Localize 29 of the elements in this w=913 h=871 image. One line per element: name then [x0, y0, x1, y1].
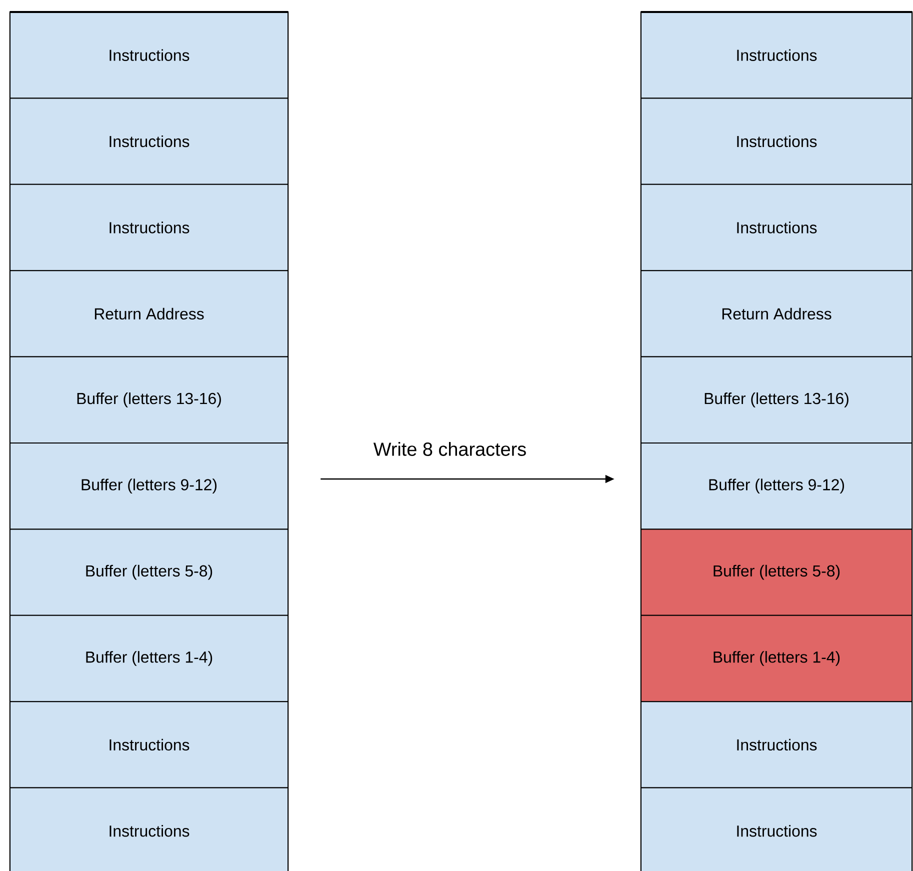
memory-cell: Buffer (letters 1-4)	[640, 614, 912, 702]
memory-cell: Return Address	[640, 270, 912, 358]
memory-cell: Instructions	[640, 98, 912, 185]
memory-cell: Buffer (letters 13-16)	[10, 356, 288, 444]
memory-cell: Instructions	[640, 12, 912, 99]
node-label: Instructions	[737, 135, 817, 148]
node-label: Buffer (letters 9-12)	[709, 478, 844, 494]
memory-cell: Buffer (letters 1-4)	[10, 614, 288, 702]
memory-cell: Buffer (letters 5-8)	[640, 528, 912, 616]
memory-cell: Instructions	[10, 12, 288, 99]
memory-cell: Instructions	[640, 787, 912, 871]
memory-cell: Instructions	[10, 701, 288, 788]
memory-cell: Return Address	[10, 270, 288, 358]
node-label: Buffer (letters 13-16)	[704, 392, 848, 408]
memory-cell: Instructions	[10, 184, 288, 272]
memory-cell: Instructions	[10, 98, 288, 185]
node-label: Return Address	[722, 308, 832, 320]
node-label: Instructions	[737, 222, 817, 234]
memory-cell: Buffer (letters 9-12)	[10, 442, 288, 530]
memory-cell: Buffer (letters 5-8)	[10, 528, 288, 616]
memory-cell: Instructions	[640, 701, 912, 788]
node-label: Instructions	[737, 738, 817, 751]
node-label: Buffer (letters 5-8)	[714, 564, 840, 580]
memory-cell: Buffer (letters 13-16)	[640, 356, 912, 444]
node-label: Instructions	[737, 49, 817, 61]
memory-cell: Instructions	[640, 184, 912, 272]
memory-cell: Buffer (letters 9-12)	[640, 442, 912, 530]
memory-cell: Instructions	[10, 787, 288, 871]
edge-label: Write 8 characters	[373, 442, 526, 456]
